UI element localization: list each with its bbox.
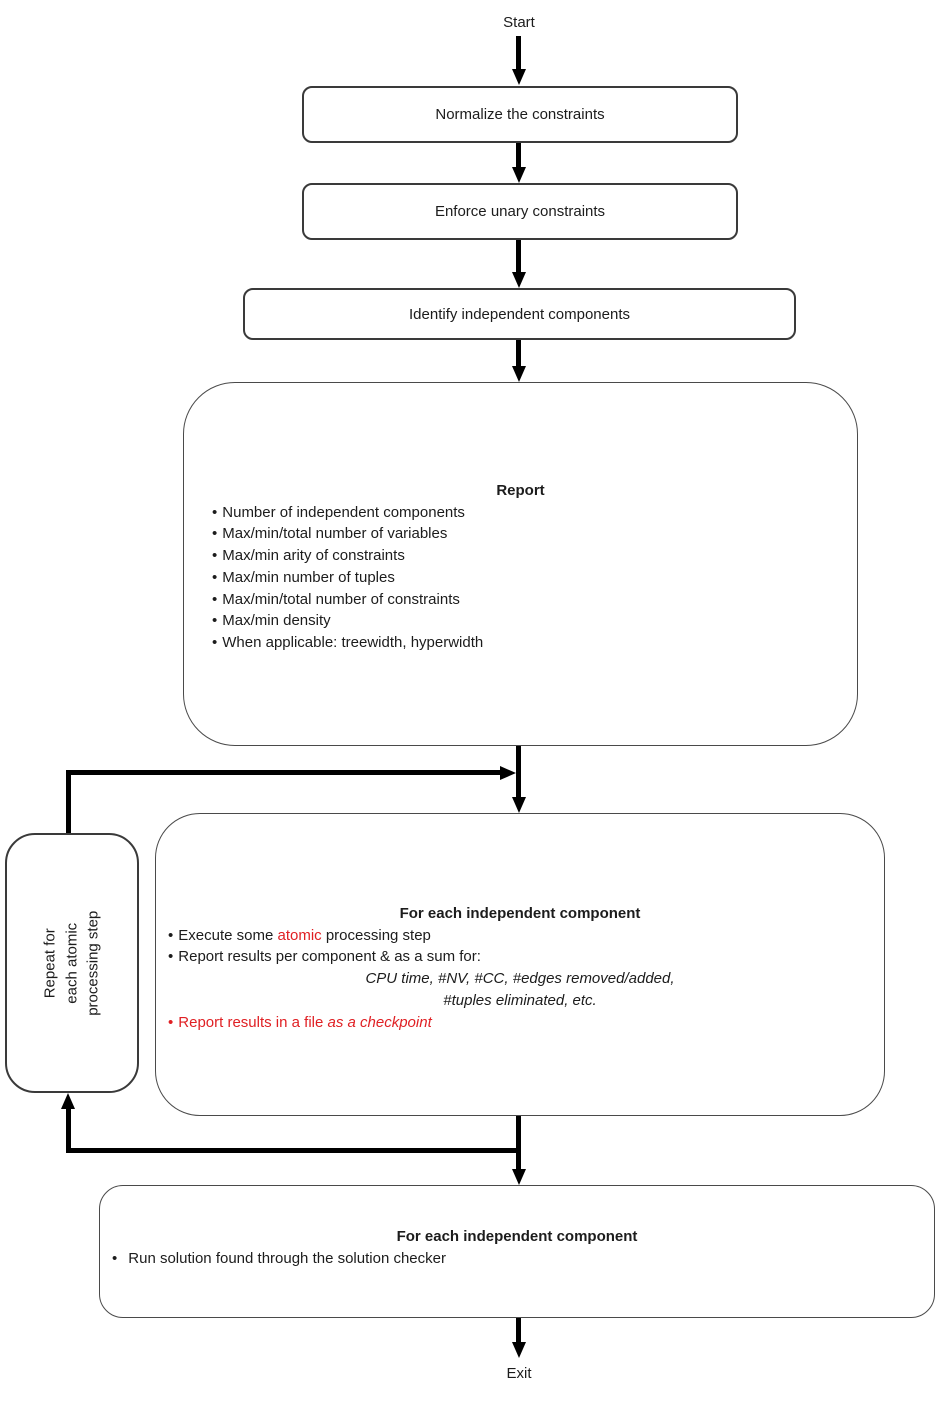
arrow-checker-to-exit-line xyxy=(516,1318,521,1343)
checker-content: For each independent component Run solut… xyxy=(100,1186,934,1269)
arrow-start-to-normalize-line xyxy=(516,36,521,70)
node-enforce-label: Enforce unary constraints xyxy=(434,203,606,220)
arrow-enforce-to-identify-line xyxy=(516,240,521,273)
arrow-identify-to-report-head xyxy=(512,366,526,382)
report-item: Max/min/total number of constraints xyxy=(212,589,829,611)
node-report: Report Number of independent components … xyxy=(183,382,858,746)
report-item: Max/min number of tuples xyxy=(212,567,829,589)
repeat-loop-label-line: each atomic xyxy=(63,922,81,1004)
process-bullet-checkpoint-italic: as a checkpoint xyxy=(327,1013,432,1031)
arrow-identify-to-report-line xyxy=(516,340,521,367)
arrow-normalize-to-enforce-line xyxy=(516,143,521,168)
loop-bottom-vertical-line xyxy=(66,1107,71,1153)
checker-bullet: Run solution found through the solution … xyxy=(112,1248,922,1270)
process-bullet-execute-highlight: atomic xyxy=(277,926,322,944)
node-enforce-unary-constraints: Enforce unary constraints xyxy=(302,183,738,240)
checker-title: For each independent component xyxy=(396,1228,638,1245)
repeat-loop-label: Repeat for each atomic processing step xyxy=(40,910,105,1015)
loop-top-horizontal-line xyxy=(66,770,502,775)
arrow-report-to-process-line xyxy=(516,746,521,798)
arrow-process-to-checker-head xyxy=(512,1169,526,1185)
report-item: Max/min arity of constraints xyxy=(212,545,829,567)
start-label: Start xyxy=(503,14,535,31)
report-title: Report xyxy=(496,482,545,499)
repeat-loop-label-line: Repeat for xyxy=(41,927,59,999)
arrow-start-to-normalize-head xyxy=(512,69,526,85)
process-detail: #tuples eliminated, etc. xyxy=(443,991,597,1009)
arrow-checker-to-exit-head xyxy=(512,1342,526,1358)
loop-bottom-horizontal-line xyxy=(66,1148,521,1153)
loop-top-head xyxy=(500,766,516,780)
report-content: Report Number of independent components … xyxy=(184,383,857,654)
process-bullet-checkpoint: Report results in a file as a checkpoint xyxy=(168,1012,872,1034)
process-bullet-execute: Execute some atomic processing step xyxy=(168,925,872,947)
report-item: Number of independent components xyxy=(212,502,829,524)
process-content: For each independent component Execute s… xyxy=(156,814,884,1033)
process-bullet-report: Report results per component & as a sum … xyxy=(168,946,872,968)
arrow-process-to-checker-line xyxy=(516,1116,521,1170)
node-identify-label: Identify independent components xyxy=(409,305,630,323)
process-bullet-execute-post: processing step xyxy=(321,926,431,944)
process-title: For each independent component xyxy=(399,905,641,922)
node-identify-components: Identify independent components xyxy=(243,288,796,340)
exit-label: Exit xyxy=(506,1365,532,1382)
node-repeat-loop: Repeat for each atomic processing step xyxy=(5,833,139,1093)
node-process-component: For each independent component Execute s… xyxy=(155,813,885,1116)
loop-top-vertical-line xyxy=(66,770,71,833)
node-normalize-label: Normalize the constraints xyxy=(435,106,605,123)
report-item: When applicable: treewidth, hyperwidth xyxy=(212,632,829,654)
report-item: Max/min density xyxy=(212,610,829,632)
process-bullet-execute-pre: Execute some xyxy=(178,926,278,944)
node-solution-checker: For each independent component Run solut… xyxy=(99,1185,935,1318)
process-bullet-checkpoint-main: Report results in a file xyxy=(178,1013,328,1031)
report-item: Max/min/total number of variables xyxy=(212,523,829,545)
repeat-loop-label-line: processing step xyxy=(84,910,102,1016)
arrow-normalize-to-enforce-head xyxy=(512,167,526,183)
loop-bottom-head xyxy=(61,1093,75,1109)
arrow-enforce-to-identify-head xyxy=(512,272,526,288)
node-normalize-constraints: Normalize the constraints xyxy=(302,86,738,143)
arrow-report-to-process-head xyxy=(512,797,526,813)
process-detail: CPU time, #NV, #CC, #edges removed/added… xyxy=(365,970,675,988)
